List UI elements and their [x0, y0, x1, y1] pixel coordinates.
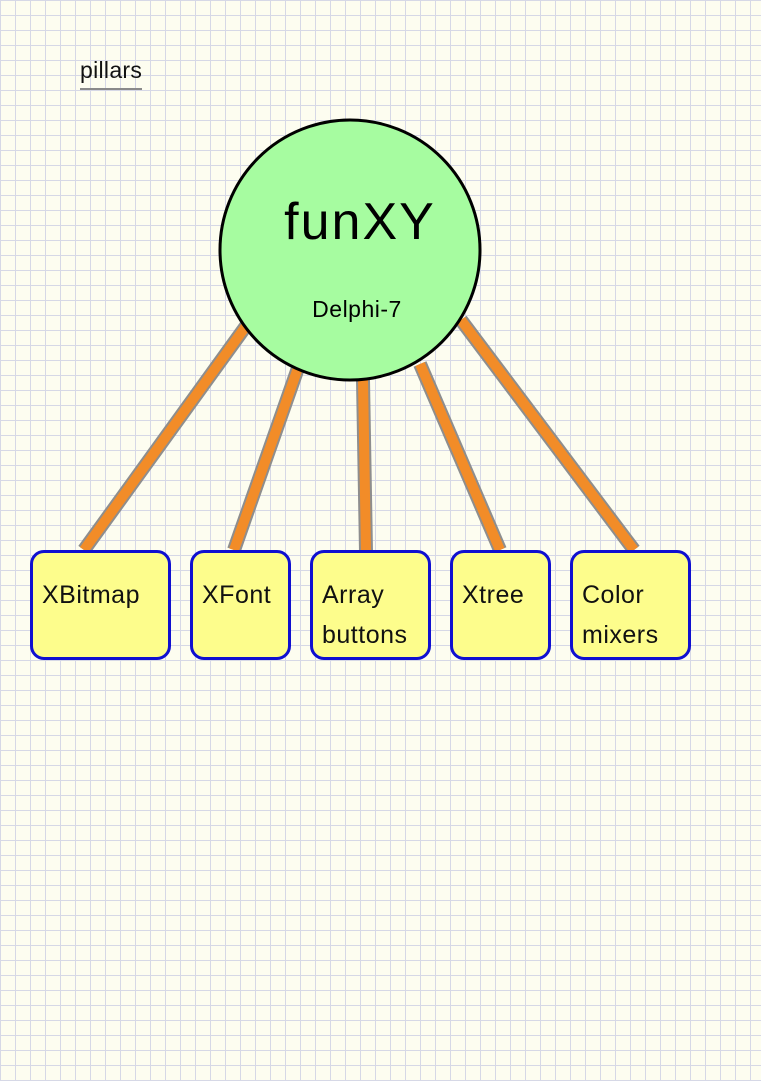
connector-xtree [415, 362, 505, 552]
pillar-xbitmap[interactable]: XBitmap [30, 550, 171, 660]
pillar-label: Array buttons [322, 575, 408, 655]
pillar-label: XBitmap [42, 575, 140, 615]
pillar-label-line: mixers [582, 621, 659, 649]
pillar-label-line: XFont [202, 581, 272, 609]
pillar-label-line: Xtree [462, 581, 525, 609]
page-label: pillars [80, 57, 143, 90]
pillar-label-line: buttons [322, 621, 408, 649]
pillar-label-line: Array [322, 581, 385, 609]
pillar-xtree[interactable]: Xtree [450, 550, 551, 660]
pillar-array-buttons[interactable]: Array buttons [310, 550, 431, 660]
hub-subtitle: Delphi-7 [312, 296, 402, 322]
pillar-xfont[interactable]: XFont [190, 550, 291, 660]
pillar-label-line: Color [582, 581, 645, 609]
pillar-label: XFont [202, 575, 271, 615]
connector-xfont [229, 366, 303, 552]
connector-xbitmap [79, 323, 251, 553]
pillar-label-line: XBitmap [42, 581, 140, 609]
pillar-color-mixers[interactable]: Color mixers [570, 550, 691, 660]
connector-array-buttons [358, 379, 371, 553]
connector-color-mixers [457, 316, 638, 554]
pillar-label: Color mixers [582, 575, 659, 655]
hub-title: funXY [284, 193, 436, 251]
hub-circle [218, 118, 482, 382]
pillar-label: Xtree [462, 575, 524, 615]
